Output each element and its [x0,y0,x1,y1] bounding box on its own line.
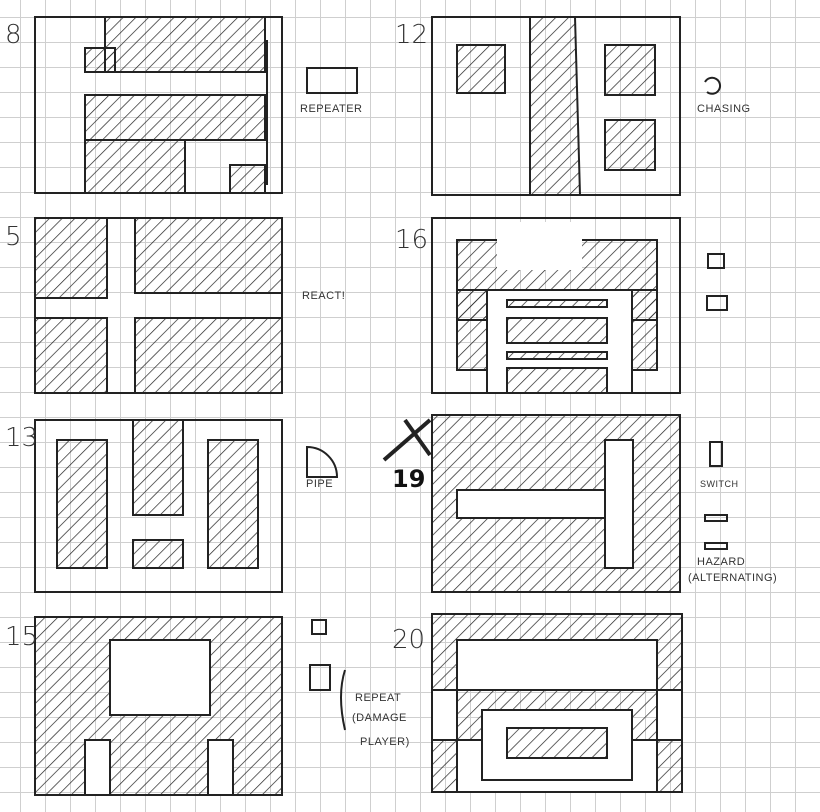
level-20-map [431,613,683,793]
react-label: REACT! [302,290,346,302]
level-number: 16 [395,225,429,255]
switch-icon [709,441,723,467]
level-19-map [382,414,681,593]
hazard-icon [704,514,728,522]
switch-label: SWITCH [700,479,739,489]
repeater-icon [306,67,358,94]
level-16-map [431,217,681,394]
repeater-label: REPEATER [300,103,363,115]
hazard-label: HAZARD [697,556,746,568]
chasing-icon [704,76,722,95]
level-13-map [34,419,283,593]
pipe-icon [306,445,339,478]
repeat-label: REPEAT [355,692,402,704]
level-number: 12 [395,20,429,50]
level-number: 20 [392,625,426,655]
pipe-label: PIPE [306,478,334,490]
level-number: 15 [5,622,39,652]
chasing-label: CHASING [697,103,751,115]
level-5-map [34,217,283,394]
repeat-sub-label: (DAMAGE [352,712,407,724]
level-number: 8 [5,20,22,50]
brace-icon [340,669,346,731]
repeat-icon [309,664,331,691]
level-12-map [431,16,681,196]
level-8-map [34,16,283,194]
level-number: 19 [392,465,426,493]
level-15-map [34,616,283,796]
level-number: 5 [5,222,22,252]
conveyor-icon [706,295,728,311]
hazard-sub-label: (ALTERNATING) [688,572,778,584]
repeat-sub-label: PLAYER) [360,736,410,748]
turret-icon [707,253,725,269]
turret-icon [311,619,327,635]
level-number: 13 [5,423,39,453]
